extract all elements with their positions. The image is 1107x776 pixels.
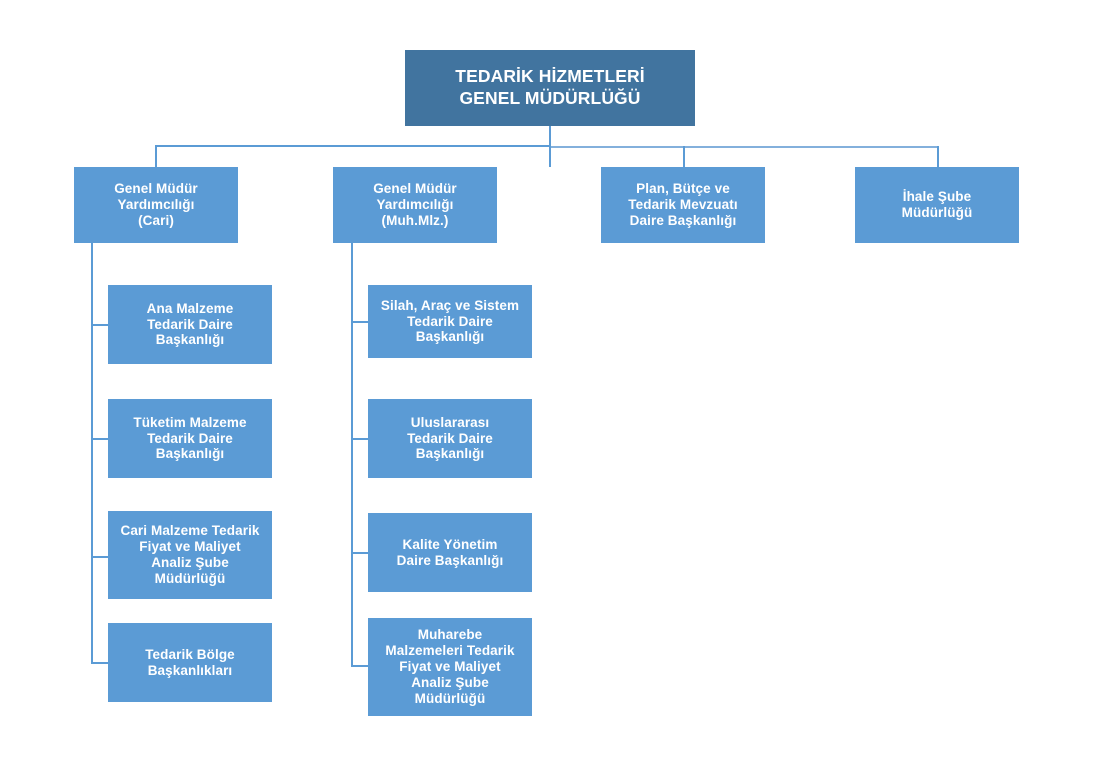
org-node-uluslararasi[interactable]: Uluslararası Tedarik Daire Başkanlığı (368, 399, 532, 478)
org-node-root-label: TEDARİK HİZMETLERİ GENEL MÜDÜRLÜĞÜ (455, 66, 645, 108)
connector-drop-level2-1 (155, 145, 157, 167)
org-node-cari-malzeme-analiz-label: Cari Malzeme Tedarik Fiyat ve Maliyet An… (120, 523, 260, 586)
org-node-ana-malzeme-label: Ana Malzeme Tedarik Daire Başkanlığı (146, 300, 234, 348)
connector-spine-muhmlz (351, 243, 353, 667)
org-node-gmy-muhmlz[interactable]: Genel Müdür Yardımcılığı (Muh.Mlz.) (333, 167, 497, 243)
org-node-tedarik-bolge-label: Tedarik Bölge Başkanlıkları (145, 646, 235, 678)
org-node-muharebe-malzemeleri-analiz-label: Muharebe Malzemeleri Tedarik Fiyat ve Ma… (385, 627, 515, 706)
org-node-gmy-cari-label: Genel Müdür Yardımcılığı (Cari) (114, 181, 198, 228)
connector-stub-muhmlz-2 (351, 438, 368, 440)
org-node-tuketim-malzeme[interactable]: Tüketim Malzeme Tedarik Daire Başkanlığı (108, 399, 272, 478)
org-node-uluslararasi-label: Uluslararası Tedarik Daire Başkanlığı (407, 414, 493, 462)
org-node-tuketim-malzeme-label: Tüketim Malzeme Tedarik Daire Başkanlığı (133, 414, 247, 462)
org-node-cari-malzeme-analiz[interactable]: Cari Malzeme Tedarik Fiyat ve Maliyet An… (108, 511, 272, 599)
connector-stub-cari-4 (91, 662, 108, 664)
connector-bus-right (549, 146, 939, 148)
org-node-silah-arac-sistem[interactable]: Silah, Araç ve Sistem Tedarik Daire Başk… (368, 285, 532, 358)
connector-root-drop (549, 126, 551, 147)
connector-stub-cari-1 (91, 324, 108, 326)
org-node-silah-arac-sistem-label: Silah, Araç ve Sistem Tedarik Daire Başk… (380, 297, 520, 345)
org-node-kalite-yonetim-label: Kalite Yönetim Daire Başkanlığı (396, 536, 504, 568)
org-node-tedarik-bolge[interactable]: Tedarik Bölge Başkanlıkları (108, 623, 272, 702)
org-node-gmy-cari[interactable]: Genel Müdür Yardımcılığı (Cari) (74, 167, 238, 243)
connector-spine-cari (91, 243, 93, 664)
org-node-ana-malzeme[interactable]: Ana Malzeme Tedarik Daire Başkanlığı (108, 285, 272, 364)
connector-drop-level2-3 (683, 146, 685, 167)
connector-stub-cari-2 (91, 438, 108, 440)
org-node-gmy-muhmlz-label: Genel Müdür Yardımcılığı (Muh.Mlz.) (373, 181, 457, 228)
connector-stub-muhmlz-3 (351, 552, 368, 554)
org-node-ihale-sube-label: İhale Şube Müdürlüğü (901, 189, 973, 220)
org-node-plan-butce[interactable]: Plan, Bütçe ve Tedarik Mevzuatı Daire Ba… (601, 167, 765, 243)
connector-stub-muhmlz-4 (351, 665, 368, 667)
connector-drop-level2-2 (549, 145, 551, 167)
org-node-plan-butce-label: Plan, Bütçe ve Tedarik Mevzuatı Daire Ba… (628, 181, 738, 228)
org-node-kalite-yonetim[interactable]: Kalite Yönetim Daire Başkanlığı (368, 513, 532, 592)
connector-bus-left (155, 145, 550, 147)
org-node-ihale-sube[interactable]: İhale Şube Müdürlüğü (855, 167, 1019, 243)
connector-drop-level2-4 (937, 146, 939, 167)
org-node-muharebe-malzemeleri-analiz[interactable]: Muharebe Malzemeleri Tedarik Fiyat ve Ma… (368, 618, 532, 716)
connector-stub-cari-3 (91, 556, 108, 558)
connector-stub-muhmlz-1 (351, 321, 368, 323)
org-node-root[interactable]: TEDARİK HİZMETLERİ GENEL MÜDÜRLÜĞÜ (405, 50, 695, 126)
